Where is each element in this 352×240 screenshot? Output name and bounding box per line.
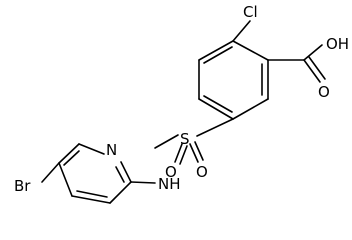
- bond-c6py-c5py-inner: [63, 150, 80, 166]
- bond-s-o-right-2: [194, 141, 204, 161]
- bond-c2py-n: [120, 161, 132, 183]
- bond-c3-c4: [232, 98, 269, 120]
- bond-c1-cl: [232, 20, 251, 42]
- bond-c6-c1-inner: [203, 46, 233, 64]
- atom-pyridine-nitrogen: N: [106, 141, 117, 159]
- bond-s-o-left-2: [179, 145, 188, 165]
- bond-c5py-br: [41, 162, 60, 183]
- carboxylic-acid-group: [267, 44, 326, 83]
- chemical-structure: Cl OH O S O O NH N Br: [14, 3, 349, 204]
- bond-c4py-c3py: [71, 195, 111, 204]
- bond-c2py-n-inner: [115, 166, 125, 183]
- bond-nh-c2py: [130, 181, 156, 184]
- bond-c5py-c4py: [58, 162, 73, 197]
- bond-s-o-left-1: [174, 143, 183, 163]
- bond-c4-s: [196, 118, 234, 137]
- sulfonamide-group: [154, 118, 234, 165]
- bond-c6py-c5py: [58, 143, 80, 164]
- atom-sulfonyl-oxygen-right: O: [196, 163, 208, 181]
- atom-sulfur: S: [180, 130, 190, 148]
- bond-c6-c1: [198, 40, 234, 61]
- bond-s-o-right-1: [189, 143, 199, 163]
- atom-sulfonyl-oxygen-left: O: [165, 163, 177, 181]
- bond-c4-c5: [198, 98, 234, 120]
- bond-c1-c2: [232, 40, 269, 61]
- bond-n-c6py: [78, 143, 105, 155]
- benzene-ring: [198, 40, 269, 120]
- bond-c-oh: [303, 44, 323, 61]
- bond-c4py-c3py-inner: [76, 190, 108, 198]
- atom-chlorine: Cl: [243, 3, 258, 21]
- bond-c3py-c2py: [109, 181, 132, 204]
- bond-c4-c5-inner: [203, 95, 233, 113]
- pyridine-ring: [58, 143, 132, 204]
- bond-s-n: [154, 134, 179, 149]
- atom-bromine: Br: [14, 177, 31, 195]
- atom-amine: NH: [158, 175, 181, 193]
- bond-c-o-double-1: [303, 59, 321, 83]
- bond-c-o-double-2: [308, 56, 326, 80]
- atom-carbonyl-oxygen: O: [318, 83, 330, 101]
- atom-hydroxyl: OH: [326, 35, 349, 53]
